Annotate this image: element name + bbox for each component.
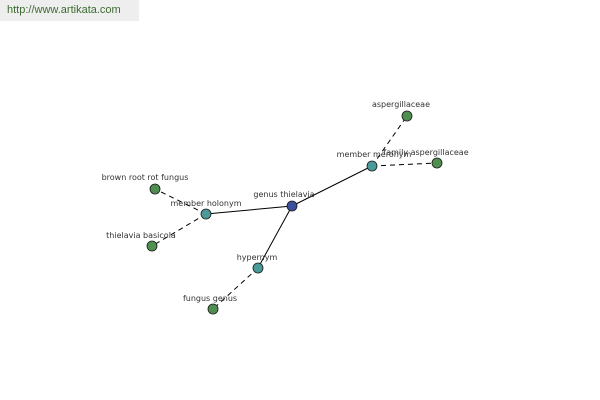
node-member-meronym[interactable] [366, 160, 378, 172]
node-genus-thielavia[interactable] [286, 200, 298, 212]
watermark-url[interactable]: http://www.artikata.com [7, 4, 121, 16]
node-label-genus-thielavia: genus thielavia [253, 190, 314, 199]
edge-member-holonym-thielavia-basicola [151, 213, 207, 247]
node-label-brown-root-rot-fungus: brown root rot fungus [102, 173, 189, 182]
edge-member-meronym-family-aspergillaceae [371, 162, 438, 167]
graph-edges [151, 115, 438, 310]
graph-labels: genus thielavia member holonym member mero… [102, 100, 469, 303]
edge-member-meronym-aspergillaceae [371, 115, 408, 167]
node-fungus-genus[interactable] [207, 303, 219, 315]
node-label-member-meronym: member meronym [337, 150, 412, 159]
node-label-aspergillaceae: aspergillaceae [372, 100, 430, 109]
node-hypernym[interactable] [252, 262, 264, 274]
node-member-holonym[interactable] [200, 208, 212, 220]
node-thielavia-basicola[interactable] [146, 240, 158, 252]
graph-nodes [146, 110, 443, 315]
edge-genus-thielavia-member-meronym [291, 165, 373, 207]
edge-genus-thielavia-member-holonym [205, 205, 293, 215]
edge-genus-thielavia-hypernym [257, 205, 293, 269]
node-label-family-aspergillaceae: family aspergillaceae [383, 148, 468, 157]
node-label-member-holonym: member holonym [170, 199, 241, 208]
node-family-aspergillaceae[interactable] [431, 157, 443, 169]
node-label-thielavia-basicola: thielavia basicola [106, 231, 176, 240]
node-label-fungus-genus: fungus genus [183, 294, 237, 303]
watermark-banner: http://www.artikata.com [0, 0, 139, 21]
edge-hypernym-fungus-genus [212, 267, 259, 310]
edge-member-holonym-brown-root-rot-fungus [154, 188, 207, 215]
node-aspergillaceae[interactable] [401, 110, 413, 122]
node-label-hypernym: hypernym [237, 253, 278, 262]
node-brown-root-rot-fungus[interactable] [149, 183, 161, 195]
